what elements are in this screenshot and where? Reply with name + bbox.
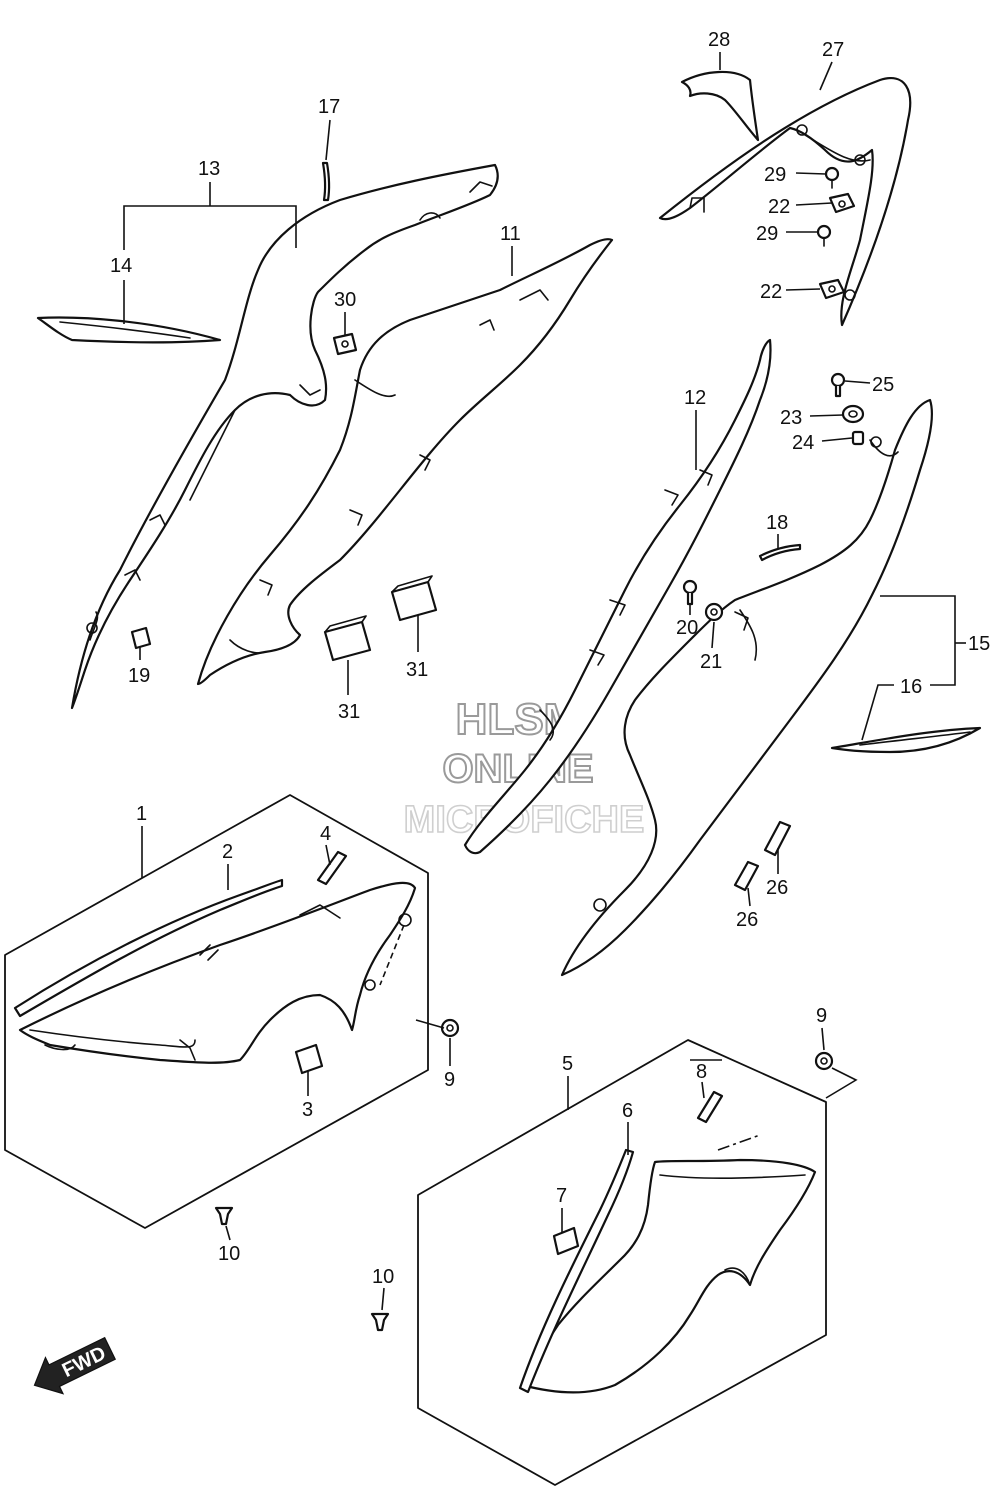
part-10-rivet-left [214, 1206, 234, 1226]
part-11-inner-frame-cover [196, 238, 614, 686]
label-7: 7 [556, 1185, 567, 1207]
part-15-frame-cover-right [560, 398, 934, 977]
part-9-grommet-left [440, 1018, 460, 1038]
label-10-right: 10 [372, 1266, 394, 1288]
label-31-left: 31 [338, 701, 360, 723]
label-31-right: 31 [406, 659, 428, 681]
label-26-lower: 26 [736, 909, 758, 931]
label-6: 6 [622, 1100, 633, 1122]
part-27-tail-cowl [658, 77, 912, 327]
part-19-grommet [130, 626, 152, 650]
part-14-decal [36, 316, 222, 344]
label-4: 4 [320, 823, 331, 845]
part-2-trim-strip [13, 878, 284, 1018]
label-28: 28 [708, 29, 730, 51]
label-25: 25 [872, 374, 894, 396]
part-17-strip [321, 161, 331, 202]
label-20: 20 [676, 617, 698, 639]
label-30: 30 [334, 289, 356, 311]
label-27: 27 [822, 39, 844, 61]
part-26-decal-upper [763, 820, 792, 857]
assembly-box-5 [417, 1039, 827, 1486]
label-22-upper: 22 [768, 196, 790, 218]
part-31-foam-right [390, 575, 438, 622]
label-14: 14 [110, 255, 132, 277]
label-13: 13 [198, 158, 220, 180]
label-9-left: 9 [444, 1069, 455, 1091]
part-26-decal-lower [733, 860, 760, 892]
part-10-rivet-right [370, 1312, 390, 1332]
label-9-right: 9 [816, 1005, 827, 1027]
label-29-upper: 29 [764, 164, 786, 186]
label-17: 17 [318, 96, 340, 118]
part-28-bracket [680, 70, 760, 142]
label-10-left: 10 [218, 1243, 240, 1265]
part-30-clip [332, 332, 358, 356]
part-18-strip [758, 543, 802, 562]
part-5-side-cover [520, 1158, 817, 1394]
part-9-grommet-right [814, 1051, 834, 1071]
part-3-pad [294, 1043, 324, 1075]
part-4-pad [316, 850, 348, 886]
label-18: 18 [766, 512, 788, 534]
part-22-clip-upper [828, 192, 856, 214]
part-7-pad [552, 1226, 580, 1256]
label-29-lower: 29 [756, 223, 778, 245]
part-22-clip-lower [818, 278, 846, 300]
label-19: 19 [128, 665, 150, 687]
label-26-upper: 26 [766, 877, 788, 899]
part-25-bolt [830, 372, 846, 398]
part-6-trim-strip [518, 1148, 635, 1394]
part-13-frame-cover-left [70, 163, 499, 710]
part-1-side-cover [18, 881, 417, 1064]
assembly-box-1 [4, 794, 429, 1229]
label-16: 16 [900, 676, 922, 698]
label-21: 21 [700, 651, 722, 673]
part-29-screw-upper [824, 166, 840, 189]
part-8-pad [696, 1090, 724, 1124]
leader-lines [123, 52, 966, 1311]
part-21-washer [704, 602, 724, 622]
part-23-grommet [841, 404, 865, 424]
fwd-arrow-icon [33, 1336, 117, 1395]
label-24: 24 [792, 432, 814, 454]
label-11: 11 [500, 223, 521, 245]
label-3: 3 [302, 1099, 313, 1121]
part-labels: 28 27 29 22 29 22 17 13 14 11 30 19 31 3… [110, 29, 990, 1288]
fwd-arrow: FWD [33, 1336, 117, 1395]
part-24-collar [851, 430, 865, 446]
part-16-decal [830, 726, 982, 754]
part-20-bolt [682, 579, 698, 606]
label-8: 8 [696, 1061, 707, 1083]
label-2: 2 [222, 841, 233, 863]
label-1: 1 [136, 803, 147, 825]
label-22-lower: 22 [760, 281, 782, 303]
part-31-foam-left [323, 615, 372, 662]
watermark: HLSM ONLINE MICROFICHE [403, 694, 645, 842]
label-5: 5 [562, 1053, 573, 1075]
label-12: 12 [684, 387, 706, 409]
label-15: 15 [968, 633, 990, 655]
part-12-inner-frame-cover-right [463, 338, 772, 855]
label-23: 23 [780, 407, 802, 429]
part-29-screw-lower [816, 224, 832, 247]
